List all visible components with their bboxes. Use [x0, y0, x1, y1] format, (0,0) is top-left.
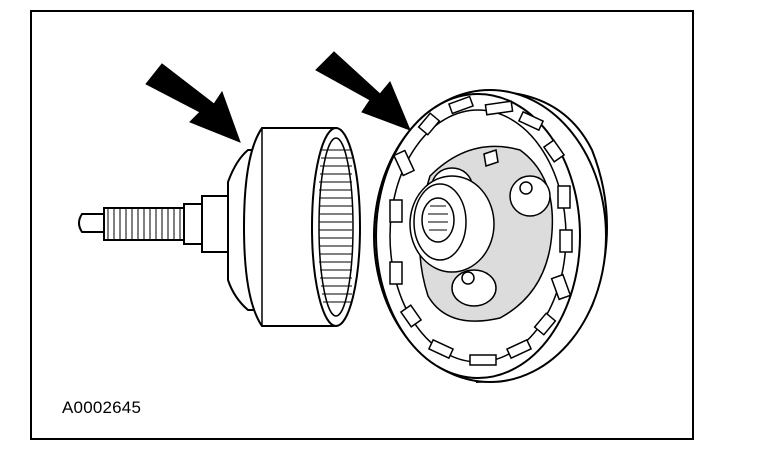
planet-gear	[451, 269, 497, 307]
planet-gear	[509, 175, 551, 217]
sun-gear-hub	[409, 175, 495, 273]
ring-gear-drum	[227, 127, 361, 327]
arrow-icon	[145, 63, 241, 143]
figure-id-label: A0002645	[62, 398, 142, 417]
input-shaft	[78, 195, 229, 253]
arrow-icon	[315, 51, 411, 131]
planetary-carrier	[373, 89, 608, 383]
